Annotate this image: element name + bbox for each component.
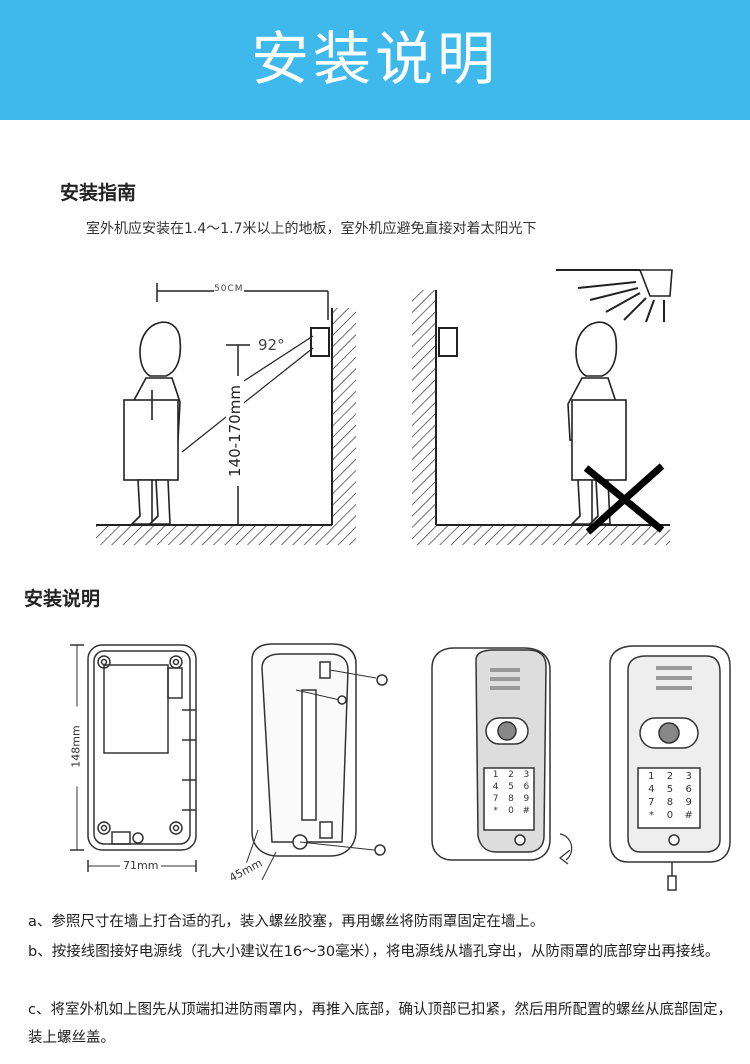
wrong-cross-icon (583, 463, 665, 535)
keypad-key: 0 (666, 810, 674, 821)
keypad-key: * (493, 806, 498, 816)
keypad-key: 9 (523, 794, 530, 804)
keypad-key: 4 (492, 782, 499, 792)
keypad-key: 4 (648, 784, 655, 795)
step-a: a、参照尺寸在墙上打合适的孔，装入螺丝胶塞，再用螺丝将防雨罩固定在墙上。 (28, 914, 545, 930)
dimension-width-label: 71mm (120, 859, 162, 872)
keypad-key: 8 (508, 794, 514, 804)
intercom-installed-figure (609, 645, 731, 891)
sun-rays (577, 281, 665, 323)
keypad-key: 7 (648, 797, 655, 808)
keypad-key: 2 (666, 771, 674, 782)
rain-cover-figure (243, 643, 388, 881)
person-figure-left (123, 321, 182, 525)
keypad-key: 3 (685, 771, 692, 782)
step-b: b、按接线图接好电源线（孔大小建议在16～30毫米），将电源线从墙孔穿出，从防雨… (28, 944, 720, 960)
floor-hatch (412, 525, 670, 545)
keypad-key: 1 (648, 771, 655, 782)
instructions-heading: 安装说明 (24, 588, 101, 610)
keypad-key: 7 (492, 794, 499, 804)
floor-hatch (96, 525, 356, 545)
header-banner: 安装说明 (0, 0, 750, 120)
dimension-height-label: 148mm (69, 706, 83, 787)
incorrect-installation-scene (412, 269, 673, 545)
wall-hatch (332, 308, 356, 525)
keypad-key: 2 (508, 770, 514, 780)
keypad-key: 3 (523, 770, 530, 780)
sun-lamp-icon (638, 269, 673, 297)
keypad-key: 1 (492, 770, 499, 780)
keypad-key: 0 (508, 806, 514, 816)
keypad-key: 9 (685, 797, 692, 808)
keypad-key: # (522, 806, 531, 816)
doorbell-unit (310, 327, 330, 357)
intercom-insert-figure (431, 647, 573, 865)
back-plate-figure (70, 644, 197, 872)
keypad-key: # (684, 810, 693, 821)
doorbell-unit (438, 327, 458, 357)
step-c: c、将室外机如上图先从顶端扣进防雨罩内，再推入底部，确认顶部已扣紧，然后用所配置… (28, 1002, 732, 1046)
keypad-key: 6 (685, 784, 692, 795)
keypad-key: 8 (666, 797, 674, 808)
correct-installation-scene (96, 283, 356, 545)
page-title: 安装说明 (250, 25, 499, 93)
keypad-key: 5 (666, 784, 674, 795)
keypad-key: 5 (508, 782, 514, 792)
keypad-key: 6 (523, 782, 530, 792)
angle-label: 92° (258, 336, 285, 354)
distance-label: 50CM (214, 284, 244, 294)
keypad-key: * (648, 810, 654, 821)
guide-text: 室外机应安装在1.4～1.7米以上的地板，室外机应避免直接对着太阳光下 (86, 221, 537, 237)
guide-heading: 安装指南 (60, 182, 137, 204)
wall-hatch (412, 290, 436, 525)
